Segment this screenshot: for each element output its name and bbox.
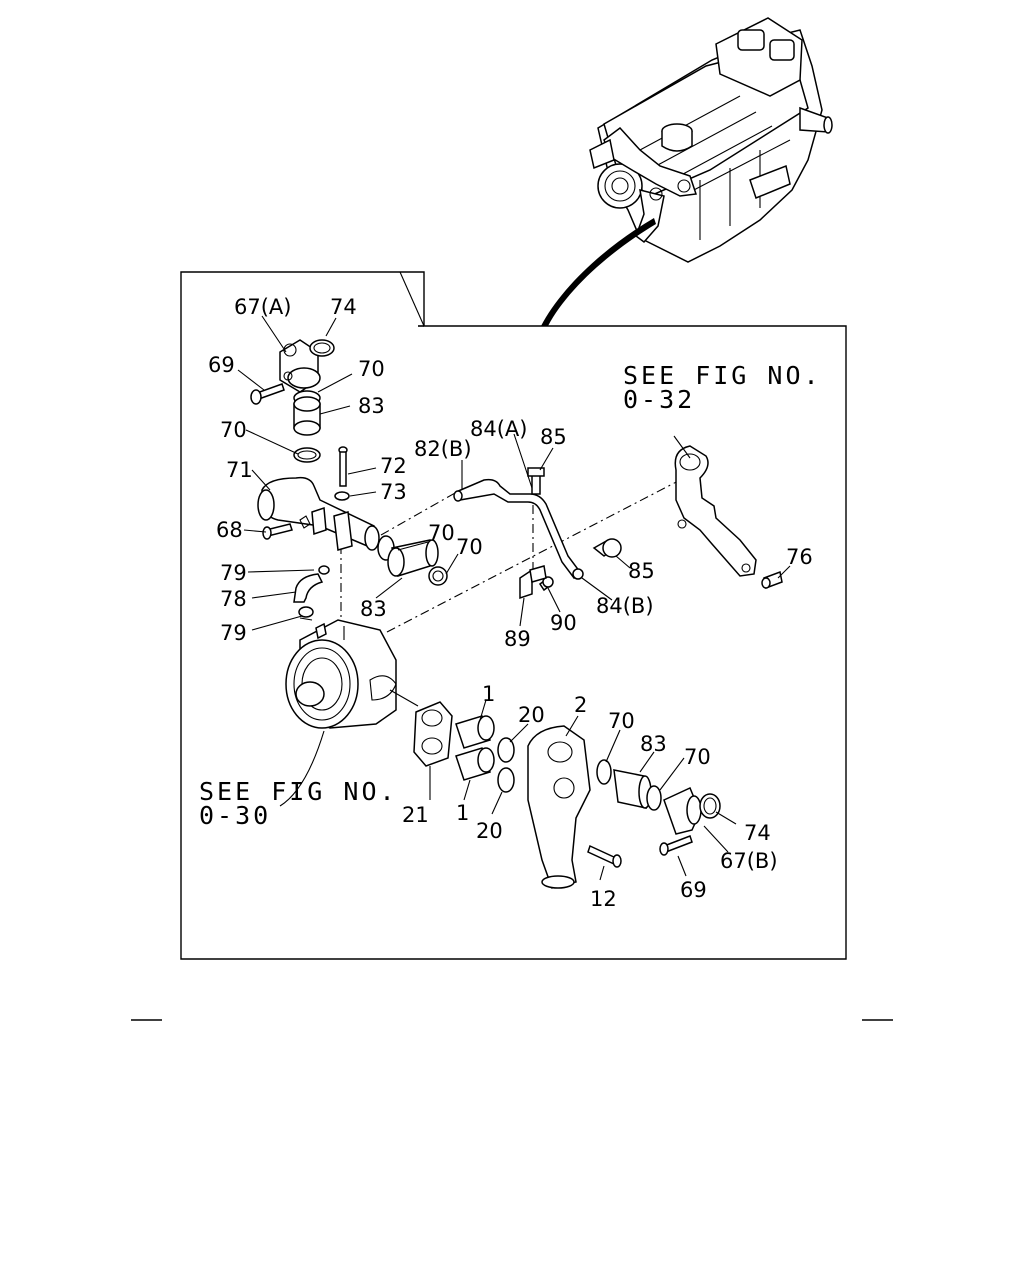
- engine-overview-illustration: [589, 17, 833, 263]
- label-70-d: 70: [456, 535, 483, 559]
- lower-thermostat-housing-group: [413, 701, 721, 889]
- label-70-e: 70: [608, 709, 635, 733]
- label-20-a: 20: [518, 703, 545, 727]
- label-70-b: 70: [220, 418, 247, 442]
- label-83-c: 83: [640, 732, 667, 756]
- label-85-mid: 85: [628, 559, 655, 583]
- label-67b: 67(B): [720, 849, 778, 873]
- alignment-centerlines: [340, 477, 685, 633]
- label-74-bot: 74: [744, 821, 771, 845]
- label-1-b: 1: [456, 801, 469, 825]
- figure-references: SEE FIG NO. 0-32 SEE FIG NO. 0-30: [199, 361, 822, 830]
- label-79-b: 79: [220, 621, 247, 645]
- label-21: 21: [402, 803, 429, 827]
- label-90: 90: [550, 611, 577, 635]
- label-12: 12: [590, 887, 617, 911]
- detail-frame: [180, 271, 847, 960]
- label-20-b: 20: [476, 819, 503, 843]
- fig-ref-030-line2: 0-30: [199, 801, 271, 830]
- label-79-a: 79: [220, 561, 247, 585]
- label-2: 2: [574, 693, 587, 717]
- detail-callout-arrow: [541, 218, 656, 326]
- label-70-a: 70: [358, 357, 385, 381]
- label-84b: 84(B): [596, 594, 654, 618]
- label-71: 71: [226, 458, 253, 482]
- fig-ref-032-line2: 0-32: [623, 385, 695, 414]
- fig-ref-032-line1: SEE FIG NO.: [623, 361, 822, 390]
- bypass-pipe-group: [453, 467, 622, 600]
- leader-lines: [237, 315, 791, 881]
- label-78: 78: [220, 587, 247, 611]
- part-number-labels: 67(A) 74 69 70 83 70 71 72 73 68 82(B) 8…: [208, 295, 813, 911]
- label-67a: 67(A): [234, 295, 291, 319]
- label-76: 76: [786, 545, 813, 569]
- fig-ref-030-line1: SEE FIG NO.: [199, 777, 398, 806]
- label-70-c: 70: [428, 521, 455, 545]
- label-89: 89: [504, 627, 531, 651]
- label-74-top: 74: [330, 295, 357, 319]
- label-72: 72: [380, 454, 407, 478]
- label-84a: 84(A): [470, 417, 527, 441]
- label-82b: 82(B): [414, 437, 472, 461]
- label-69-bot: 69: [680, 878, 707, 902]
- label-83-b: 83: [360, 597, 387, 621]
- label-70-f: 70: [684, 745, 711, 769]
- fig-032-bracket: [674, 445, 783, 590]
- label-73: 73: [380, 480, 407, 504]
- water-pump-assembly: [285, 619, 397, 729]
- label-1-a: 1: [482, 682, 495, 706]
- label-68: 68: [216, 518, 243, 542]
- label-83-a: 83: [358, 394, 385, 418]
- label-85-top: 85: [540, 425, 567, 449]
- upper-thermostat-housing-group: [250, 339, 448, 621]
- label-69-top: 69: [208, 353, 235, 377]
